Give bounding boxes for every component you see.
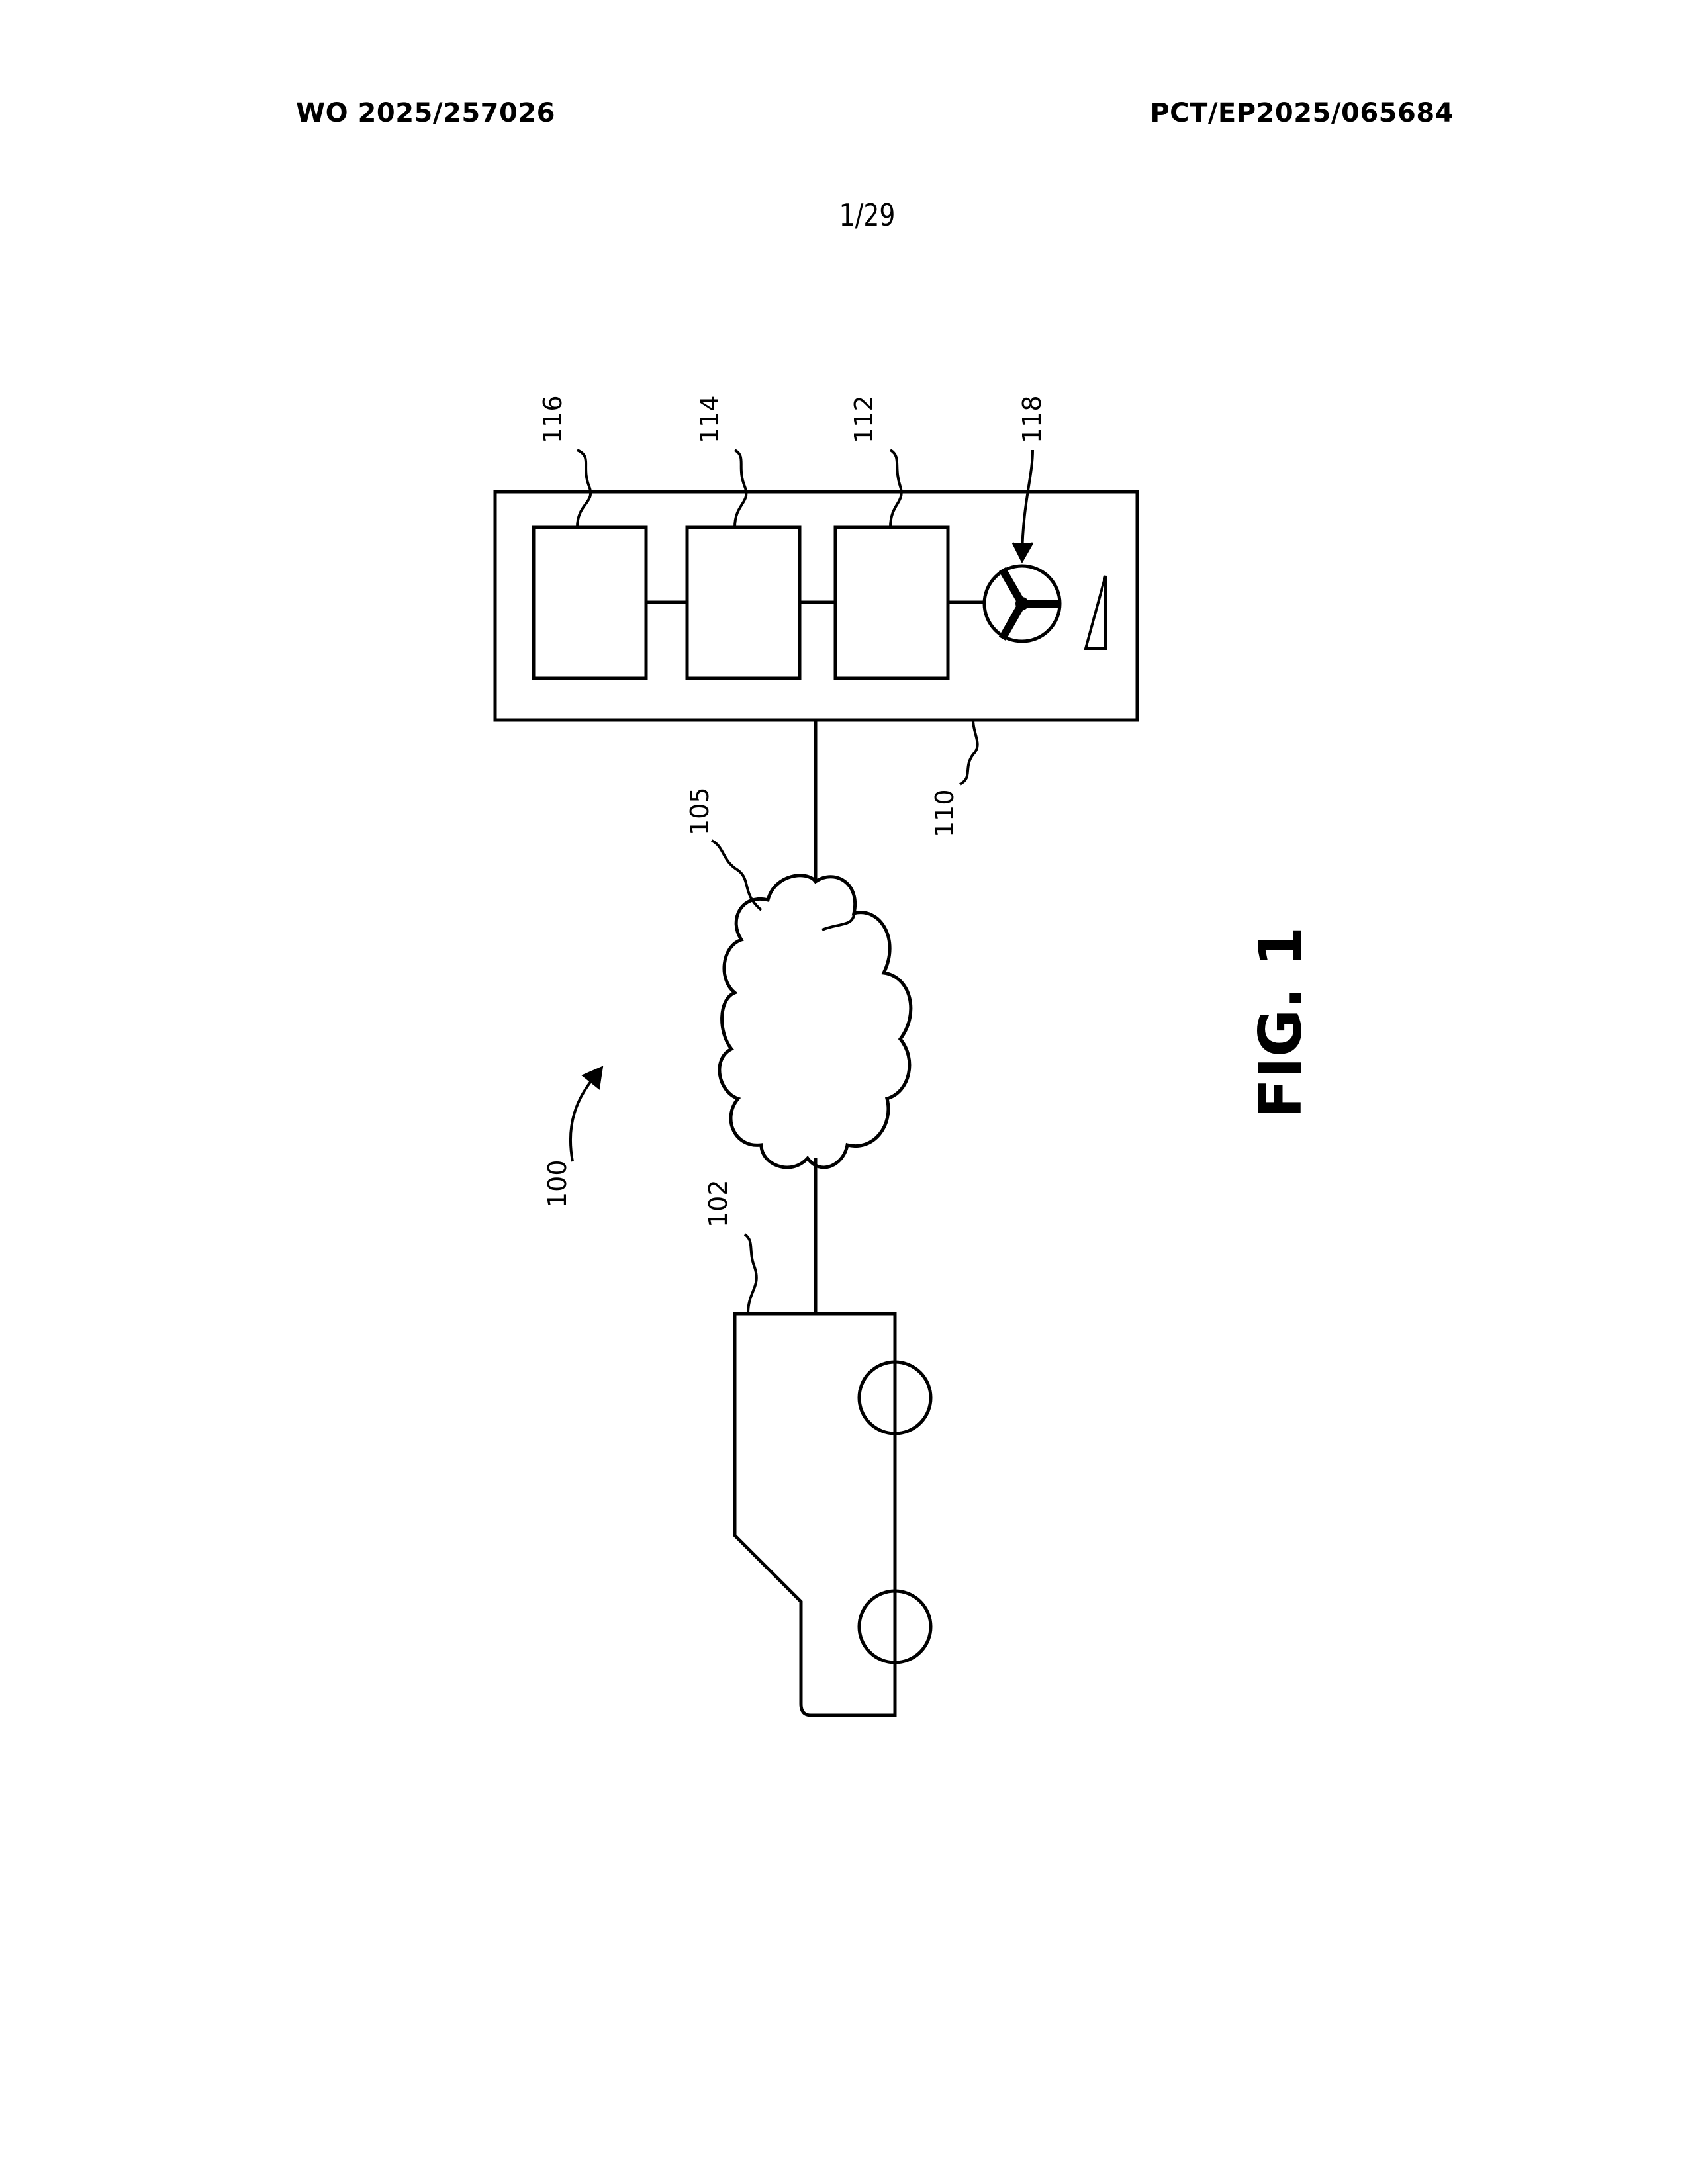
arrowhead-100 xyxy=(583,1067,602,1089)
cloud-inner-line xyxy=(822,913,854,930)
pedal-icon xyxy=(1086,576,1105,649)
ref-105: 105 xyxy=(685,787,714,835)
leader-100 xyxy=(571,1075,596,1161)
module-116-box xyxy=(534,527,646,678)
leader-118 xyxy=(1022,450,1033,556)
leader-116 xyxy=(577,450,590,527)
module-114-box xyxy=(687,527,800,678)
leader-110 xyxy=(960,720,978,784)
ref-102: 102 xyxy=(704,1179,733,1228)
ref-110: 110 xyxy=(930,789,959,837)
steering-wheel-icon xyxy=(984,566,1060,641)
figure-label: FIG. 1 xyxy=(1246,927,1315,1118)
ref-114: 114 xyxy=(695,395,724,443)
ref-112: 112 xyxy=(849,395,878,443)
module-112-box xyxy=(835,527,948,678)
network-cloud-icon xyxy=(720,876,911,1167)
leader-114 xyxy=(735,450,746,527)
ref-116: 116 xyxy=(538,395,567,443)
leader-102 xyxy=(745,1234,757,1314)
arrowhead-118 xyxy=(1013,543,1033,561)
leader-112 xyxy=(890,450,902,527)
ref-100: 100 xyxy=(543,1160,572,1208)
ref-118: 118 xyxy=(1017,395,1047,443)
